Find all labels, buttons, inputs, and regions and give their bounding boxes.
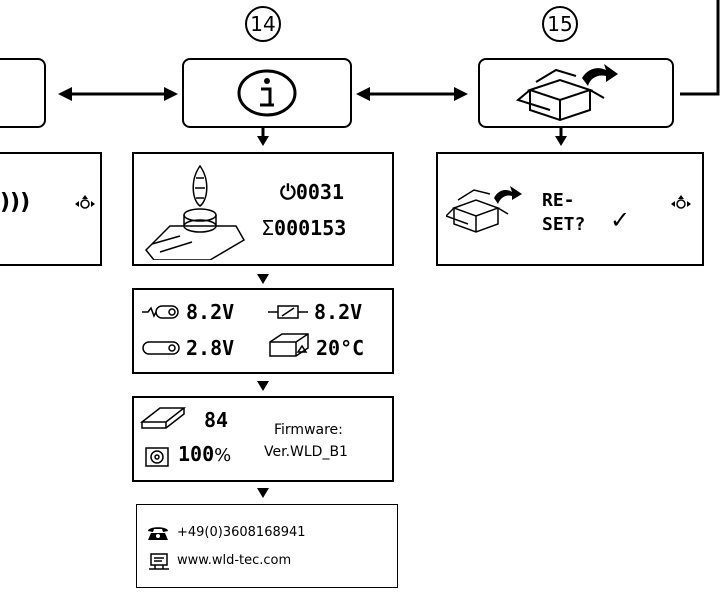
screen-counters: ⏻0031 Σ000153	[132, 152, 394, 266]
cell-voltage: 2.8V	[186, 336, 235, 360]
charge-voltage: 8.2V	[186, 300, 235, 324]
down-arrow-small-2	[257, 381, 269, 391]
roll-icon	[145, 447, 169, 467]
battery-cell-icon	[142, 341, 180, 355]
reset-line1: RE-	[542, 190, 575, 211]
screen-reset: RE- SET? ✓	[436, 152, 704, 266]
screen-contact: +49(0)3608168941 www.wld-tec.com	[136, 504, 398, 588]
double-arrow-right	[356, 87, 468, 101]
info-icon	[237, 69, 297, 117]
reset-box-small-icon	[446, 186, 522, 233]
step-number-14: 14	[245, 6, 281, 42]
sigma-icon: Σ	[262, 216, 275, 240]
menu-box-reset[interactable]	[478, 58, 674, 128]
paper-stack-icon	[140, 407, 186, 429]
step-number-15: 15	[542, 6, 578, 42]
down-arrow-small-1	[257, 274, 269, 284]
phone-icon	[148, 527, 168, 540]
screen-battery: 8.2V 8.2V 2.8V 20°C	[132, 288, 394, 374]
firmware-version: Ver.WLD_B1	[264, 444, 348, 460]
on-count: 0031	[295, 180, 344, 204]
double-arrow-left	[58, 87, 178, 101]
screen-device-info: 84 100% Firmware: Ver.WLD_B1	[132, 396, 394, 482]
reset-line2: SET?	[542, 214, 586, 235]
supply-icon	[268, 305, 308, 319]
base-station-icon	[269, 333, 309, 357]
menu-box-previous[interactable]	[0, 58, 46, 128]
page-count: 84	[204, 408, 229, 432]
firmware-label: Firmware:	[274, 422, 343, 438]
temperature: 20°C	[316, 336, 365, 360]
confirm-checkmark[interactable]: ✓	[610, 206, 631, 234]
level-value: 100	[178, 442, 215, 466]
website-link[interactable]: www.wld-tec.com	[177, 553, 292, 568]
charger-plug-icon	[142, 305, 179, 319]
menu-box-info[interactable]	[182, 58, 352, 128]
phone-number[interactable]: +49(0)3608168941	[177, 525, 306, 540]
screen-previous: )))	[0, 152, 102, 266]
connector-right-edge	[680, 0, 720, 96]
navigate-icon	[671, 195, 691, 209]
level-percent: %	[214, 445, 232, 466]
down-arrow-small-3	[257, 488, 269, 498]
reset-box-icon	[515, 64, 618, 122]
handset-icon	[144, 164, 246, 260]
navigate-icon	[75, 195, 95, 209]
supply-voltage: 8.2V	[314, 300, 363, 324]
computer-icon	[149, 553, 169, 570]
power-icon: ⏻	[280, 180, 296, 204]
total-count: 000153	[274, 216, 347, 240]
signal-waves-icon: )))	[0, 190, 31, 215]
